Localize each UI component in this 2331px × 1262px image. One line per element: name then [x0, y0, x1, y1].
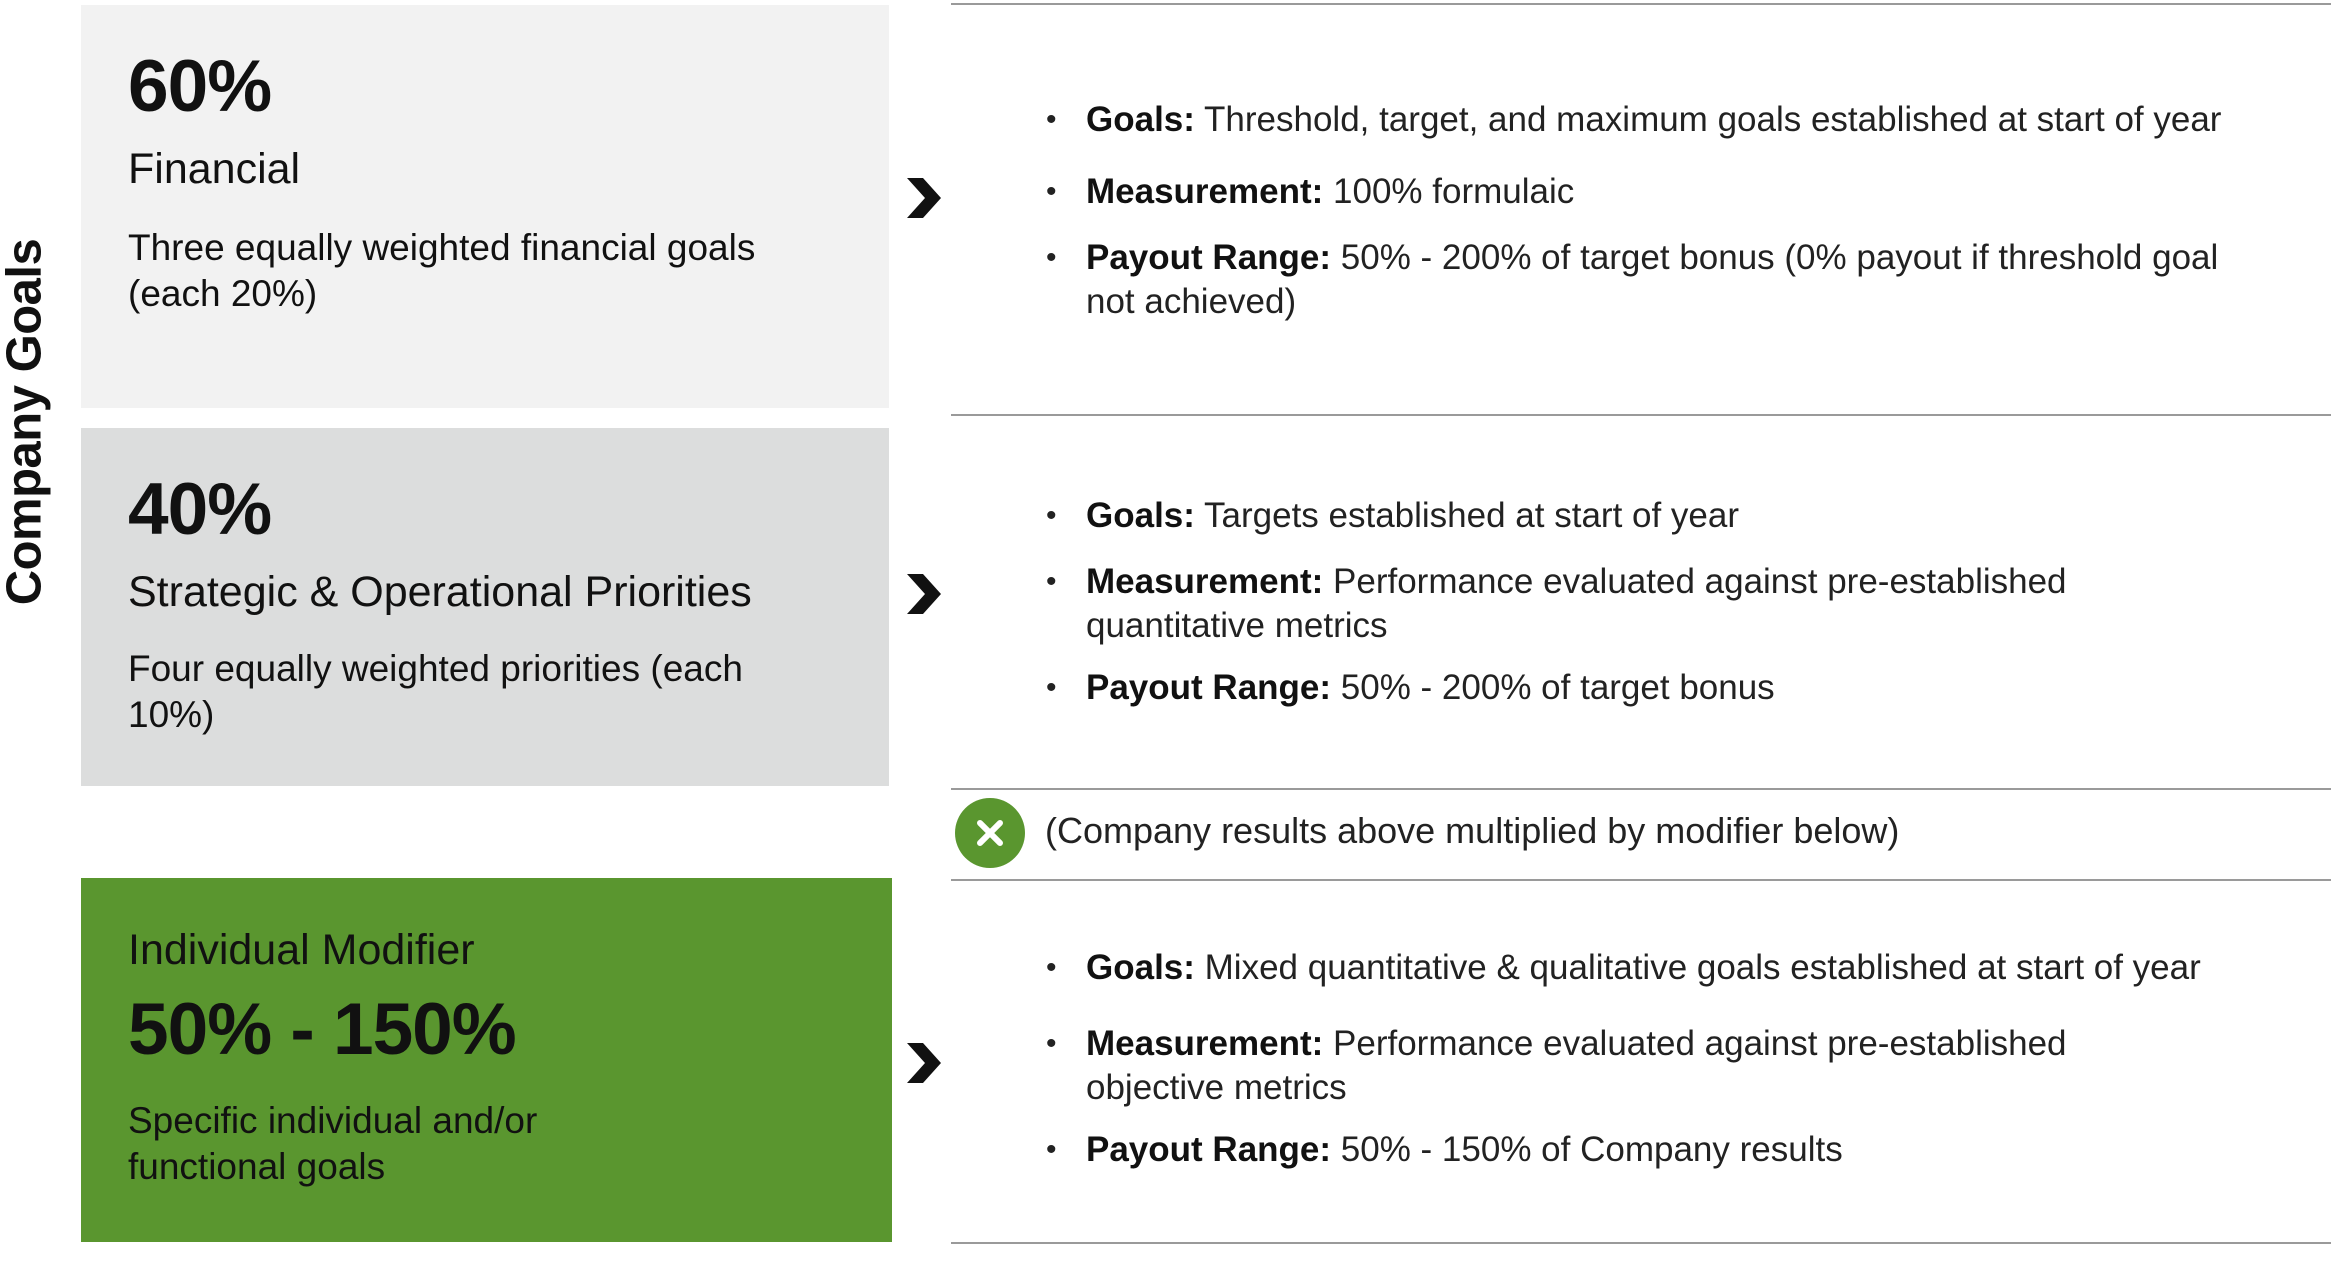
multiplier-note: (Company results above multiplied by mod… [1045, 810, 1900, 851]
divider-line [951, 414, 2331, 416]
chevron-right-icon [907, 1043, 941, 1083]
detail-item: Measurement: Performance evaluated again… [1046, 560, 2166, 648]
multiply-icon [955, 798, 1025, 868]
financial-name: Financial [128, 145, 301, 193]
detail-item: Goals: Threshold, target, and maximum go… [1046, 98, 2221, 142]
detail-item: Goals: Targets established at start of y… [1046, 494, 1739, 538]
chevron-right-icon [907, 574, 941, 614]
modifier-range: 50% - 150% [128, 989, 517, 1070]
detail-item: Payout Range: 50% - 200% of target bonus [1046, 666, 1775, 710]
company-goals-text: Company Goals [0, 238, 51, 606]
detail-item: Goals: Mixed quantitative & qualitative … [1046, 946, 2201, 990]
financial-percent: 60% [128, 46, 272, 127]
modifier-title: Individual Modifier [128, 926, 475, 974]
financial-description: Three equally weighted financial goals (… [128, 227, 756, 314]
modifier-description: Specific individual and/or functional go… [128, 1100, 538, 1187]
divider-line [951, 1242, 2331, 1244]
detail-item: Payout Range: 50% - 150% of Company resu… [1046, 1128, 1843, 1172]
strategic-box: 40% Strategic & Operational Priorities F… [81, 428, 889, 786]
strategic-name: Strategic & Operational Priorities [128, 568, 752, 616]
individual-modifier-box: Individual Modifier 50% - 150% Specific … [81, 878, 892, 1242]
company-goals-label: Company Goals [0, 239, 51, 606]
chevron-right-icon [907, 178, 941, 218]
divider-line [951, 3, 2331, 5]
detail-item: Payout Range: 50% - 200% of target bonus… [1046, 236, 2226, 324]
strategic-description: Four equally weighted priorities (each 1… [128, 648, 743, 735]
strategic-percent: 40% [128, 469, 272, 550]
detail-item: Measurement: 100% formulaic [1046, 170, 1574, 214]
divider-line [951, 879, 2331, 881]
financial-box: 60% Financial Three equally weighted fin… [81, 5, 889, 408]
divider-line [951, 788, 2331, 790]
detail-item: Measurement: Performance evaluated again… [1046, 1022, 2166, 1110]
